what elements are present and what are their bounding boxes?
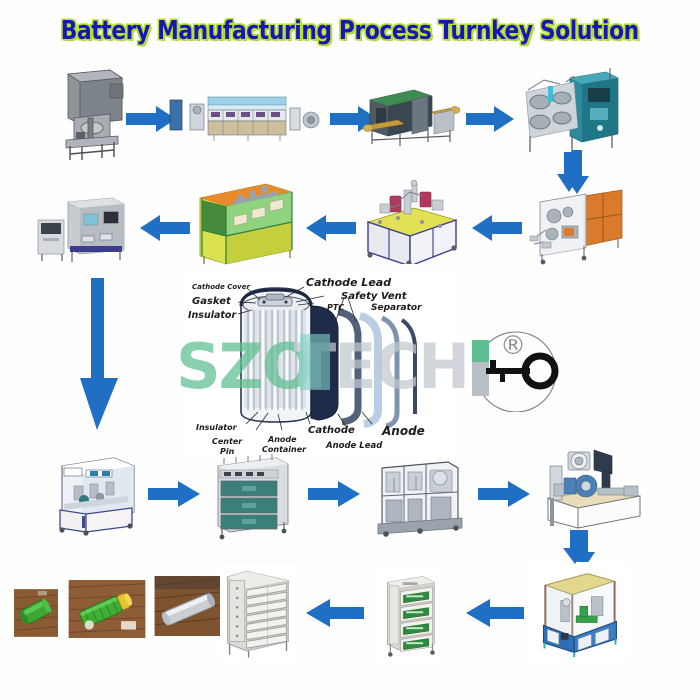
machine-sealing[interactable] <box>536 444 644 536</box>
machine-assembly-cabinet[interactable] <box>190 176 300 268</box>
poster-header: Battery Manufacturing Process Turnkey So… <box>0 8 700 54</box>
label-anode-container-1: Anode <box>267 435 297 444</box>
arrow-down-r2 <box>554 152 584 192</box>
label-separator: Separator <box>371 303 422 313</box>
label-cathode-lead: Cathode Lead <box>306 276 391 289</box>
label-anode: Anode <box>381 424 425 438</box>
label-cathode: Cathode <box>308 425 355 436</box>
arrow-left-r2-1 <box>140 212 190 244</box>
photo-green-cell <box>12 587 60 639</box>
arrow-right-r3-3 <box>478 478 530 510</box>
arrow-right-r1-1 <box>126 104 176 134</box>
machine-coating-line[interactable] <box>168 84 328 144</box>
label-anode-container-2: Container <box>262 445 307 454</box>
arrow-left-r2-2 <box>306 212 356 244</box>
label-anode-lead: Anode Lead <box>325 441 383 451</box>
machine-tester-station[interactable] <box>34 188 134 264</box>
registered-mark: ® <box>500 331 526 361</box>
machine-grading[interactable] <box>530 562 628 662</box>
machine-electrolyte-filling[interactable] <box>374 458 466 540</box>
machine-calender[interactable] <box>356 78 468 150</box>
arrow-left-r4-2 <box>466 596 524 630</box>
label-insulator-top: Insulator <box>188 310 237 321</box>
machine-cell-insertion[interactable] <box>52 452 144 538</box>
arrow-down-r4 <box>560 530 590 564</box>
arrow-left-r4-1 <box>306 596 364 630</box>
machine-vacuum-oven[interactable] <box>208 450 294 540</box>
arrow-right-r3-2 <box>308 478 360 510</box>
machine-aging-rack[interactable] <box>220 565 298 661</box>
machine-formation-cabinet[interactable] <box>378 570 442 662</box>
arrow-down-long-main <box>78 278 120 430</box>
label-center-pin-1: Center <box>212 437 243 446</box>
label-insulator-bottom: Insulator <box>196 423 238 432</box>
label-ptc: PTC <box>327 303 344 312</box>
label-center-pin-2: Pin <box>220 447 235 456</box>
arrow-left-r2-3 <box>472 212 522 244</box>
machine-vacuum-mixer[interactable] <box>52 62 134 162</box>
photo-green-cell-with-cap <box>66 578 148 640</box>
battery-cutaway-diagram: Cathode Cover Gasket Insulator Cathode L… <box>186 272 452 458</box>
arrow-right-r1-3 <box>466 104 514 134</box>
machine-winder[interactable] <box>528 186 632 266</box>
page-title: Battery Manufacturing Process Turnkey So… <box>60 16 640 46</box>
machine-slitter[interactable] <box>514 66 624 158</box>
label-safety-vent: Safety Vent <box>341 291 408 302</box>
machine-welding-table[interactable] <box>360 178 464 264</box>
key-icon <box>486 352 559 390</box>
label-cathode-cover: Cathode Cover <box>192 283 250 291</box>
label-gasket: Gasket <box>192 296 232 307</box>
arrow-right-r3-1 <box>148 478 200 510</box>
